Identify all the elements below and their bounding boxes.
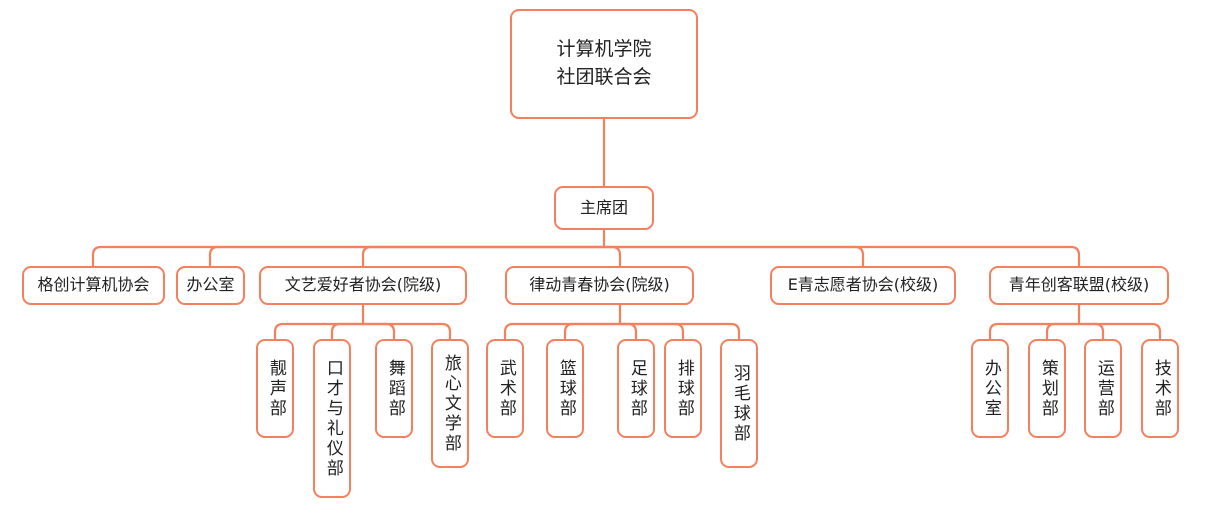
- node-eloquence-etiquette-department[interactable]: 口才与礼仪部: [313, 339, 351, 498]
- connector-arts-to-dance: [363, 322, 396, 339]
- connector-sports-to-volleyball: [620, 322, 685, 339]
- node-e-volunteer-association[interactable]: E青志愿者协会(校级): [770, 266, 956, 305]
- node-volleyball-department[interactable]: 排球部: [664, 339, 702, 438]
- connector-maker-to-tech: [1079, 322, 1162, 339]
- connector-bus-to-sports: [604, 245, 622, 266]
- node-dance-department[interactable]: 舞蹈部: [375, 339, 413, 438]
- connector-bus-to-office: [208, 245, 604, 266]
- node-office-top[interactable]: 办公室: [176, 266, 245, 305]
- connector-maker-to-planning: [1045, 322, 1079, 339]
- node-football-department[interactable]: 足球部: [617, 339, 655, 438]
- node-arts-lovers-association[interactable]: 文艺爱好者协会(院级): [259, 266, 467, 305]
- node-root-union[interactable]: 计算机学院 社团联合会: [510, 9, 698, 119]
- node-presidium[interactable]: 主席团: [554, 186, 654, 230]
- node-technology-department[interactable]: 技术部: [1141, 339, 1179, 438]
- connector-arts-to-etiquette: [330, 322, 363, 339]
- connector-sports-to-basketball: [563, 322, 620, 339]
- connector-bus-to-volunteer: [604, 245, 865, 266]
- connector-maker-to-operations: [1079, 322, 1105, 339]
- connector-bus-to-arts: [361, 245, 604, 266]
- connector-arts-to-vocal: [273, 322, 363, 339]
- connector-sports-to-wushu: [503, 322, 620, 339]
- node-wushu-department[interactable]: 武术部: [486, 339, 524, 438]
- node-rhythm-youth-association[interactable]: 律动青春协会(院级): [505, 266, 694, 305]
- node-badminton-department[interactable]: 羽毛球部: [720, 339, 758, 468]
- connector-maker-to-office: [988, 322, 1079, 339]
- connector-bus-to-geshuang: [91, 245, 604, 266]
- node-youth-maker-union[interactable]: 青年创客联盟(校级): [989, 266, 1169, 305]
- node-vocal-department[interactable]: 靓声部: [256, 339, 294, 438]
- node-operations-department[interactable]: 运营部: [1084, 339, 1122, 438]
- node-maker-office-department[interactable]: 办公室: [971, 339, 1009, 438]
- connector-arts-to-literature: [363, 322, 452, 339]
- node-planning-department[interactable]: 策划部: [1028, 339, 1066, 438]
- connector-sports-to-badminton: [620, 322, 741, 339]
- node-travel-literature-department[interactable]: 旅心文学部: [431, 339, 469, 468]
- connector-sports-to-football: [620, 322, 638, 339]
- node-basketball-department[interactable]: 篮球部: [546, 339, 584, 438]
- node-geshuang-computer-association[interactable]: 格创计算机协会: [22, 266, 165, 305]
- connector-bus-to-maker: [604, 245, 1081, 266]
